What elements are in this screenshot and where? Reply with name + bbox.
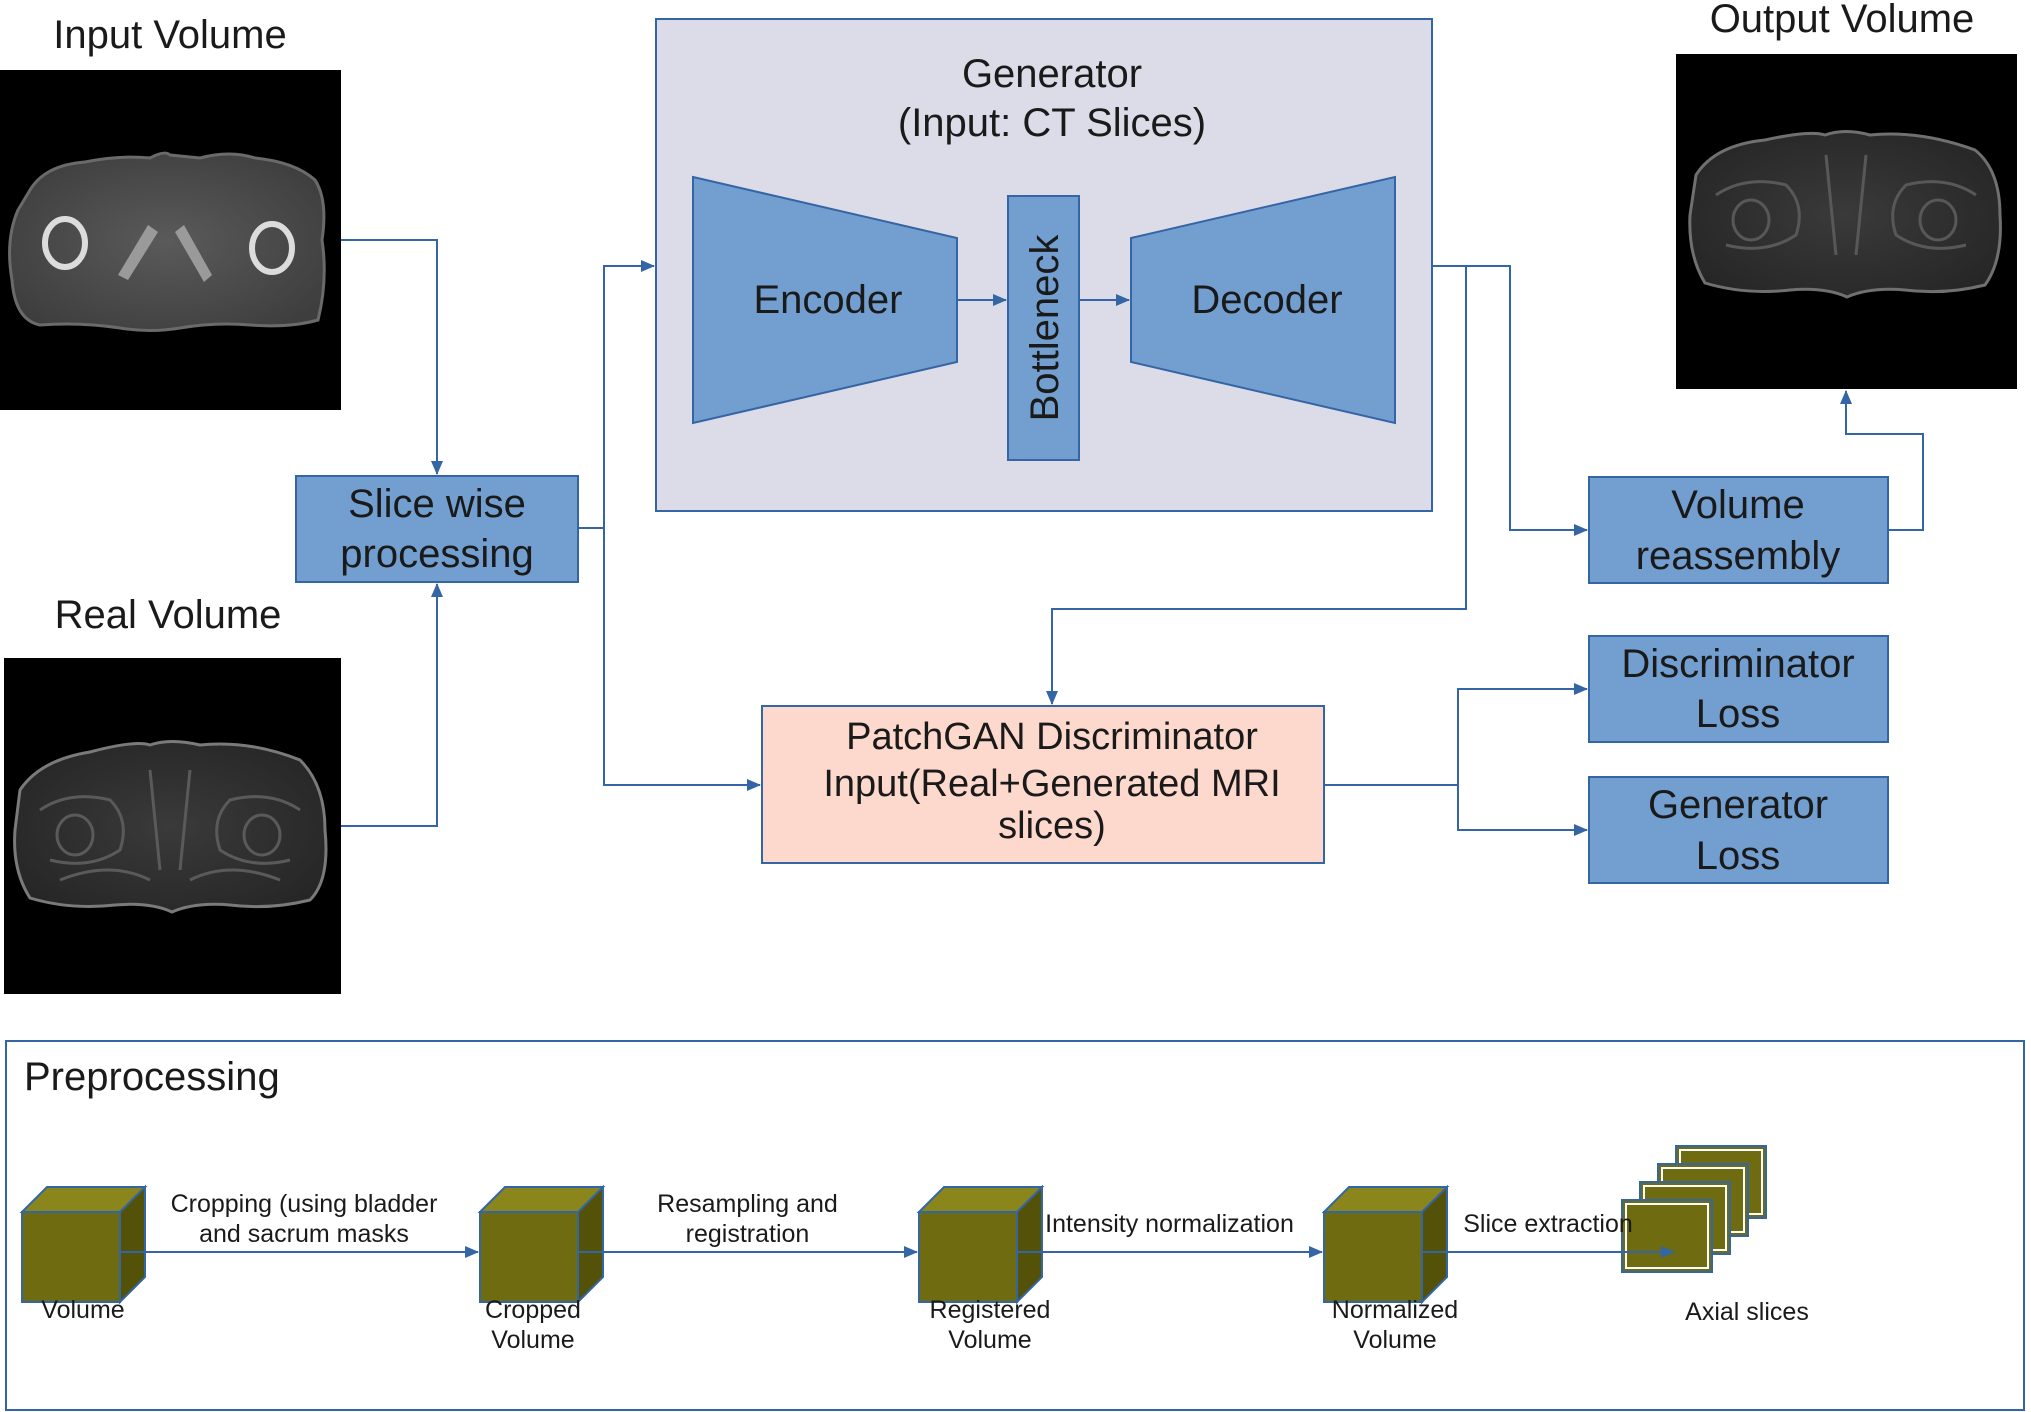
preprocessing-node-label: Registered: [930, 1296, 1051, 1324]
volume-reassembly-line2: reassembly: [1636, 534, 1841, 578]
preprocessing-node-label: Volume: [41, 1296, 124, 1324]
input-volume-label: Input Volume: [53, 13, 287, 57]
input-to-slice-arrow: [341, 239, 443, 475]
volume-reassembly-line1: Volume: [1671, 483, 1804, 527]
preprocessing-node-label: Cropped: [485, 1296, 581, 1324]
volume-reassembly-box: Volume reassembly: [1588, 476, 1889, 584]
bottleneck-block: Bottleneck: [1007, 195, 1080, 461]
discriminator-loss-line2: Loss: [1696, 692, 1781, 736]
preprocessing-edge-label: Cropping (using bladder: [171, 1190, 438, 1218]
output-mri-scan-image: [1676, 54, 2017, 389]
discriminator-to-gloss-arrow: [1457, 785, 1588, 836]
patchgan-discriminator-box: PatchGAN Discriminator Input(Real+Genera…: [761, 705, 1325, 864]
slice-to-generator-arrow: [603, 260, 655, 528]
slice-wise-processing-box: Slice wise processing: [295, 475, 579, 583]
reassembly-to-output-arrow: [1840, 390, 1924, 531]
volume-cube-icon-4: [1321, 1184, 1450, 1305]
preprocessing-edge-label: Resampling and: [657, 1190, 838, 1218]
generator-title: Generator: [962, 52, 1142, 96]
discriminator-line3: slices): [998, 805, 1106, 847]
preprocessing-edge-label: registration: [686, 1220, 810, 1248]
volume-cube-icon-3: [916, 1184, 1045, 1305]
preprocessing-node-label: Normalized: [1332, 1296, 1458, 1324]
discriminator-loss-box: Discriminator Loss: [1588, 635, 1889, 743]
real-to-slice-arrow: [341, 583, 443, 827]
volume-cube-icon-2: [477, 1184, 606, 1305]
preprocessing-node-label: Axial slices: [1685, 1298, 1809, 1326]
preprocessing-node-label: Volume: [948, 1326, 1031, 1354]
preprocessing-node-label: Volume: [1353, 1326, 1436, 1354]
generator-to-reassembly-arrow: [1432, 265, 1588, 536]
bottleneck-label: Bottleneck: [1023, 234, 1067, 422]
output-volume-label: Output Volume: [1710, 0, 1975, 41]
slice-wise-label-line1: Slice wise: [348, 482, 526, 526]
generator-subtitle: (Input: CT Slices): [898, 101, 1206, 145]
discriminator-line1: PatchGAN Discriminator: [846, 716, 1258, 758]
discriminator-to-dloss-arrow: [1457, 683, 1588, 785]
preprocessing-title: Preprocessing: [24, 1055, 280, 1099]
preprocessing-node-label: Volume: [491, 1326, 574, 1354]
input-ct-scan-image: [0, 70, 341, 410]
axial-slices-stack-icon: [1621, 1145, 1767, 1273]
decoder-block: Decoder: [1130, 175, 1396, 425]
volume-cube-icon-1: [19, 1184, 148, 1305]
discriminator-loss-line1: Discriminator: [1621, 642, 1854, 686]
encoder-block: Encoder: [692, 175, 958, 425]
slice-to-discriminator-arrow: [603, 528, 761, 791]
generator-loss-line2: Loss: [1696, 834, 1781, 878]
generator-loss-box: Generator Loss: [1588, 776, 1889, 884]
real-volume-label: Real Volume: [55, 593, 282, 637]
preprocessing-edge-label: Intensity normalization: [1045, 1210, 1294, 1238]
slice-wise-label-line2: processing: [340, 532, 533, 576]
encoder-label: Encoder: [754, 278, 903, 322]
discriminator-line2: Input(Real+Generated MRI: [823, 763, 1280, 805]
decoder-label: Decoder: [1191, 278, 1342, 322]
preprocessing-edge-label: Slice extraction: [1463, 1210, 1633, 1238]
generator-loss-line1: Generator: [1648, 783, 1828, 827]
top-connectors: [341, 239, 1924, 836]
generator-to-discriminator-arrow: [1046, 265, 1467, 705]
real-mri-scan-image: [4, 658, 341, 994]
preprocessing-edge-label: and sacrum masks: [199, 1220, 409, 1248]
